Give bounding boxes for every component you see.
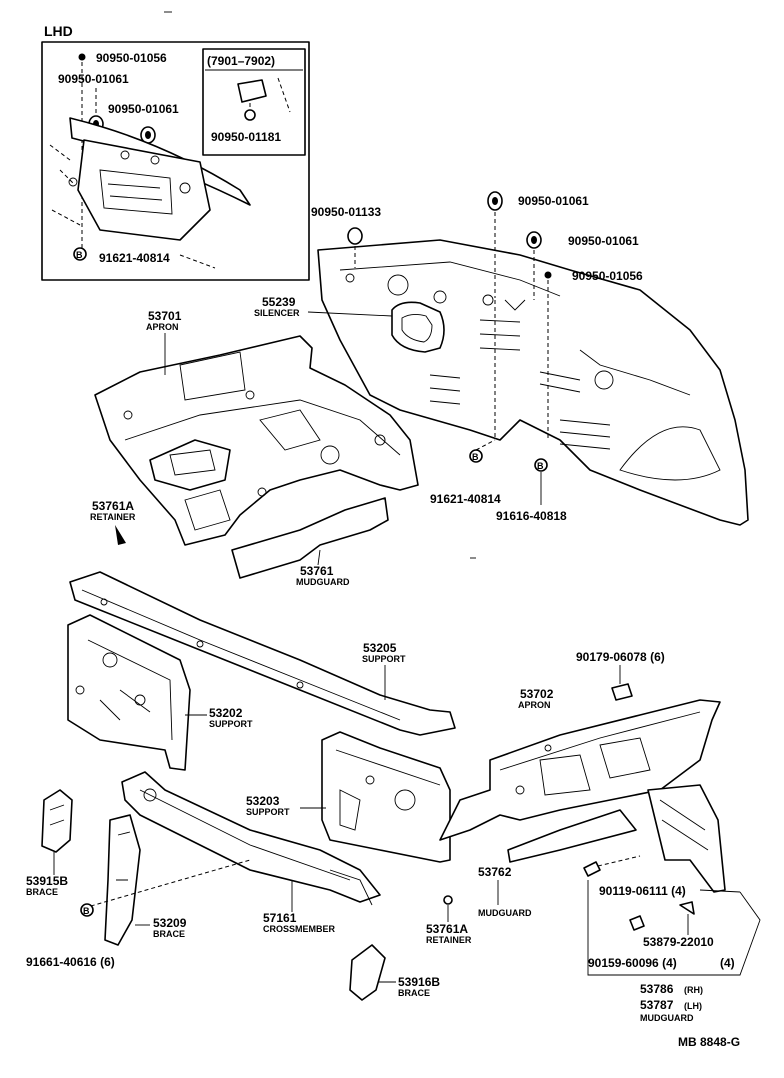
label-91621-40814: 91621-40814 [430, 492, 501, 506]
label-apron-53701: APRON [146, 322, 179, 332]
mudguard-53786-group [583, 784, 761, 976]
bolt-marker-91616: B [537, 461, 544, 471]
label-53702: 53702 [520, 687, 554, 701]
lhd-subbox-title: (7901–7902) [207, 54, 275, 68]
label-90119: 90119-06111 (4) [599, 884, 686, 898]
mudguard-53762 [507, 809, 637, 863]
lhd-label-91621-40814: 91621-40814 [99, 251, 170, 265]
label-57161: 57161 [263, 911, 297, 925]
lhd-inset-frame [41, 41, 310, 281]
support-53205 [69, 571, 456, 736]
label-90179: 90179-06078 (6) [576, 650, 665, 664]
label-53786: 53786 [640, 982, 674, 996]
label-53202: 53202 [209, 706, 243, 720]
label-53879: 53879-22010 [643, 935, 714, 949]
support-53202 [67, 614, 191, 771]
label-53761a: 53761A [92, 499, 134, 513]
label-support-53205: SUPPORT [362, 654, 406, 664]
label-90159-qty: (4) [720, 956, 735, 970]
document-code: MB 8848-G [678, 1035, 740, 1049]
bolt-marker-91661: B [83, 906, 90, 916]
label-53786-side: (RH) [684, 985, 703, 995]
silencer-part [391, 301, 445, 353]
label-53209: 53209 [153, 916, 187, 930]
mudguard-53761 [231, 497, 389, 579]
label-90159: 90159-60096 (4) [588, 956, 677, 970]
label-support-53202: SUPPORT [209, 719, 253, 729]
label-crossmember: CROSSMEMBER [263, 924, 336, 934]
lhd-label-90950-01061-b: 90950-01061 [108, 102, 179, 116]
label-90950-01061-a: 90950-01061 [518, 194, 589, 208]
lhd-inset: LHD (7901–7902) 90950-01181 90950-01056 … [41, 11, 310, 281]
label-support-53203: SUPPORT [246, 807, 290, 817]
label-retainer-a: RETAINER [90, 512, 136, 522]
label-brace-53915b: BRACE [26, 887, 58, 897]
label-91661: 91661-40616 (6) [26, 955, 115, 969]
crossmember-57161 [121, 771, 381, 903]
apron-53702-group [439, 699, 721, 841]
label-mudguard-53762: MUDGUARD [478, 908, 532, 918]
brace-53916b [349, 944, 386, 1001]
label-brace-53916b: BRACE [398, 988, 430, 998]
label-53787-side: (LH) [684, 1001, 702, 1011]
crossmember-group [121, 771, 381, 906]
label-silencer: SILENCER [254, 308, 300, 318]
label-53203: 53203 [246, 794, 280, 808]
label-apron-53702: APRON [518, 700, 551, 710]
lhd-label-90950-01181: 90950-01181 [211, 130, 281, 144]
label-91616-40818: 91616-40818 [496, 509, 567, 523]
lhd-bolt-marker: B [76, 250, 83, 260]
apron-right [439, 699, 721, 841]
label-53761: 53761 [300, 564, 334, 578]
label-mudguard-53761: MUDGUARD [296, 577, 350, 587]
lhd-label-90950-01061-a: 90950-01061 [58, 72, 129, 86]
label-55239: 55239 [262, 295, 296, 309]
support-53202-group [67, 614, 191, 771]
callout-labels: 90950-01133 90950-01061 90950-01061 9095… [26, 194, 740, 1049]
mudguard-53786 [647, 784, 726, 893]
label-53701: 53701 [148, 309, 182, 323]
lhd-label-90950-01056: 90950-01056 [96, 51, 167, 65]
label-53205: 53205 [363, 641, 397, 655]
label-53916b: 53916B [398, 975, 440, 989]
label-90950-01061-b: 90950-01061 [568, 234, 639, 248]
lhd-subbox-frame [202, 48, 306, 156]
apron-left [94, 335, 419, 546]
label-53787: 53787 [640, 998, 674, 1012]
support-53203-group [321, 731, 451, 863]
lhd-title: LHD [44, 23, 73, 39]
apron-53701-group [94, 335, 419, 546]
label-brace-53209: BRACE [153, 929, 185, 939]
part-90179 [611, 683, 633, 701]
label-retainer-b: RETAINER [426, 935, 472, 945]
support-53205-group [69, 571, 456, 736]
dash-panel-group: B B [317, 191, 749, 526]
label-90950-01056: 90950-01056 [572, 269, 643, 283]
label-90950-01133: 90950-01133 [311, 205, 381, 219]
label-53761a-b: 53761A [426, 922, 468, 936]
brace-53915b [41, 789, 73, 853]
label-53762: 53762 [478, 865, 512, 879]
label-53915b: 53915B [26, 874, 68, 888]
label-mudguard-53786: MUDGUARD [640, 1013, 694, 1023]
bolt-marker-91621: B [472, 452, 479, 462]
